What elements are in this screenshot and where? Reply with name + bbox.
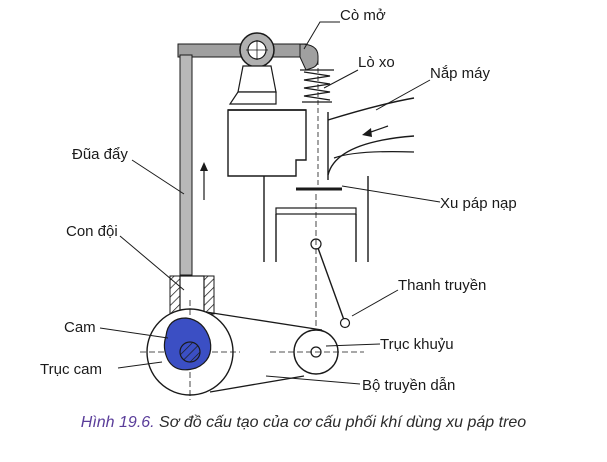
connecting-rod <box>317 247 351 329</box>
label-cam: Cam <box>64 319 96 336</box>
label-cylinder-head: Nắp máy <box>430 65 491 82</box>
cylinder <box>263 176 369 370</box>
rocker-support <box>228 65 277 105</box>
caption-text: Sơ đồ cấu tạo của cơ cấu phối khí dùng x… <box>154 414 527 431</box>
label-intake-valve: Xu páp nạp <box>440 195 517 212</box>
label-transmission: Bộ truyền dẫn <box>362 377 455 394</box>
push-rod <box>179 54 208 276</box>
rocker-arm <box>177 32 319 71</box>
leader-lines <box>99 21 441 385</box>
label-push-rod: Đũa đẩy <box>72 146 128 163</box>
figure-caption: Hình 19.6. Sơ đồ cấu tạo của cơ cấu phối… <box>0 414 607 432</box>
label-connecting-rod: Thanh truyền <box>398 277 486 294</box>
valve-spring <box>300 60 334 190</box>
figure-number: Hình 19.6. <box>80 414 155 431</box>
camshaft-wheel <box>140 300 240 400</box>
label-crankshaft: Trục khuỷu <box>380 336 454 353</box>
label-spring: Lò xo <box>358 54 395 71</box>
transmission-belt <box>205 311 323 393</box>
intake-port <box>327 97 415 180</box>
label-camshaft: Trục cam <box>40 361 102 378</box>
label-rocker-arm: Cò mở <box>340 7 386 24</box>
crankshaft <box>270 329 364 375</box>
label-tappet: Con đội <box>66 223 118 240</box>
cylinder-head-block <box>227 109 307 177</box>
